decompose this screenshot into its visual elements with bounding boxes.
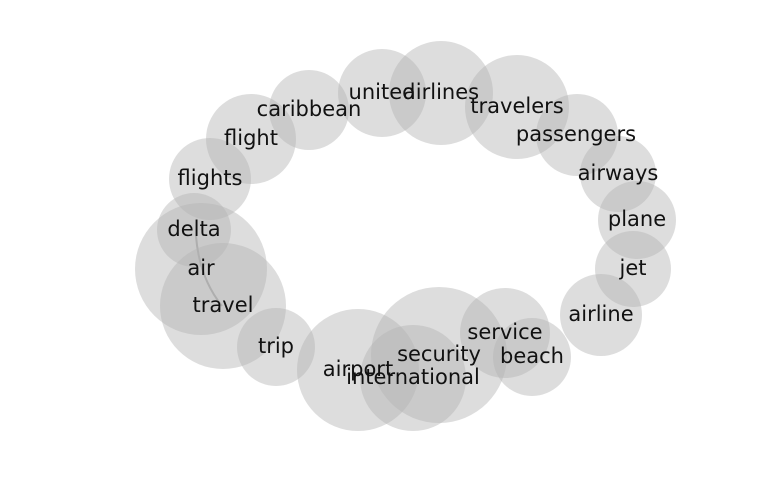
bubble-travel	[160, 243, 286, 369]
bubble-caribbean	[269, 70, 349, 150]
bubble-trip	[237, 308, 315, 386]
word-label-air: air	[187, 256, 215, 280]
bubble-flight	[206, 94, 296, 184]
bubble-air	[135, 203, 267, 335]
bubble-jet	[595, 231, 671, 307]
word-label-beach: beach	[500, 344, 564, 368]
bubble-airlines	[389, 41, 493, 145]
bubble-delta	[157, 193, 231, 267]
word-label-jet: jet	[619, 256, 647, 280]
word-label-airline: airline	[568, 302, 633, 326]
bubble-international	[360, 325, 466, 431]
bubble-airport	[297, 309, 419, 431]
word-label-airport: airport	[323, 357, 393, 381]
bubble-plane	[598, 181, 676, 259]
word-label-airways: airways	[578, 161, 659, 185]
bubble-security	[371, 287, 507, 423]
bubble-service	[460, 288, 550, 378]
word-label-service: service	[467, 320, 542, 344]
bubble-airways	[580, 136, 656, 212]
word-label-united: united	[349, 80, 416, 104]
word-label-security: security	[397, 342, 481, 366]
word-label-caribbean: caribbean	[257, 97, 362, 121]
bubble-beach	[493, 318, 571, 396]
word-label-delta: delta	[167, 217, 220, 241]
edge-delta-travel	[195, 235, 223, 307]
word-label-travelers: travelers	[470, 94, 563, 118]
bubble-flights	[169, 138, 251, 220]
edge-layer	[195, 235, 223, 307]
word-label-international: international	[346, 365, 480, 389]
word-label-flights: flights	[178, 166, 243, 190]
bubble-travelers	[465, 55, 569, 159]
word-label-flight: flight	[224, 126, 278, 150]
bubble-passengers	[536, 94, 618, 176]
bubble-layer	[135, 41, 676, 431]
word-label-trip: trip	[258, 334, 294, 358]
word-label-plane: plane	[608, 207, 666, 231]
word-label-airlines: airlines	[403, 80, 479, 104]
bubble-united	[338, 49, 426, 137]
word-label-passengers: passengers	[516, 122, 636, 146]
bubble-airline	[560, 274, 642, 356]
word-label-travel: travel	[193, 293, 254, 317]
